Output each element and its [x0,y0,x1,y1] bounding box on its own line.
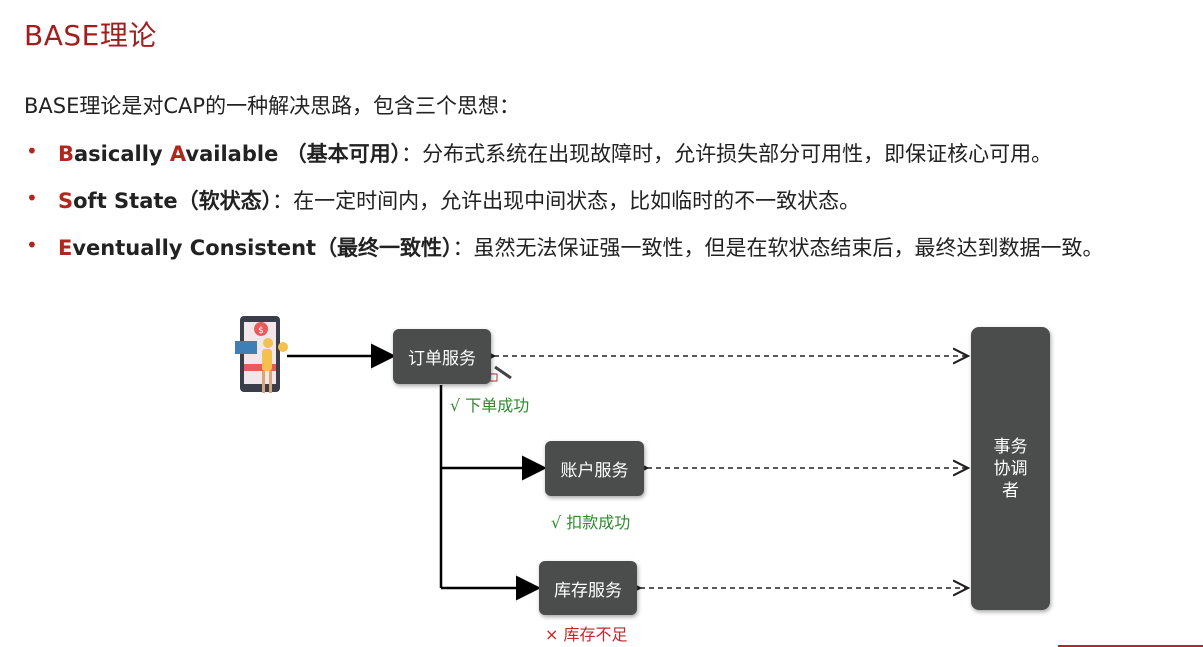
term-description: ：在一定时间内，允许出现中间状态，比如临时的不一致状态。 [272,189,861,213]
term-chinese: （软状态） [177,189,273,213]
coordinator-label-line: 者 [1002,480,1019,501]
initial-letter: B [58,142,75,166]
footer-accent-line [1058,645,1203,647]
slide-title: BASE理论 [24,19,157,52]
term-description: ：分布式系统在出现故障时，允许损失部分可用性，即保证核心可用。 [401,142,1053,166]
inventory-fail-status: × 库存不足 [545,625,628,644]
coordinator-label-line: 事务 [993,436,1028,457]
bullet-dot-icon: • [26,139,38,163]
user-payment-icon: $ [235,316,288,393]
initial-letter: S [58,189,74,213]
coordinator-label-line: 协调 [993,458,1028,479]
svg-text:$: $ [258,326,264,336]
term-chinese: （最终一致性） [316,236,453,260]
initial-letter: A [169,142,186,166]
term-chinese: （基本可用） [278,142,402,166]
bullet-basically-available: • Basically Available （基本可用）：分布式系统在出现故障时… [24,138,1104,185]
bullet-dot-icon: • [26,233,38,257]
inventory-service-box: 库存服务 [539,561,637,615]
term-description: ：虽然无法保证强一致性，但是在软状态结束后，最终达到数据一致。 [452,236,1104,260]
order-success-status: √ 下单成功 [450,396,530,415]
account-service-box: 账户服务 [545,441,644,496]
bullet-eventually-consistent: • Eventually Consistent（最终一致性）：虽然无法保证强一致… [24,232,1104,279]
term-part: vailable [185,142,279,166]
bullet-soft-state: • Soft State（软状态）：在一定时间内，允许出现中间状态，比如临时的不… [24,185,1104,232]
initial-letter: E [58,236,73,260]
intro-text: BASE理论是对CAP的一种解决思路，包含三个思想： [24,94,521,118]
term-part: asically [74,142,170,166]
term-part: oft State [73,189,178,213]
base-principles-list: • Basically Available （基本可用）：分布式系统在出现故障时… [24,138,1104,279]
order-service-box: 订单服务 [393,329,491,384]
transaction-coordinator-box: 事务 协调 者 [971,327,1050,610]
bullet-dot-icon: • [26,186,38,210]
term-part: ventually Consistent [72,236,317,260]
payment-success-status: √ 扣款成功 [551,513,631,532]
